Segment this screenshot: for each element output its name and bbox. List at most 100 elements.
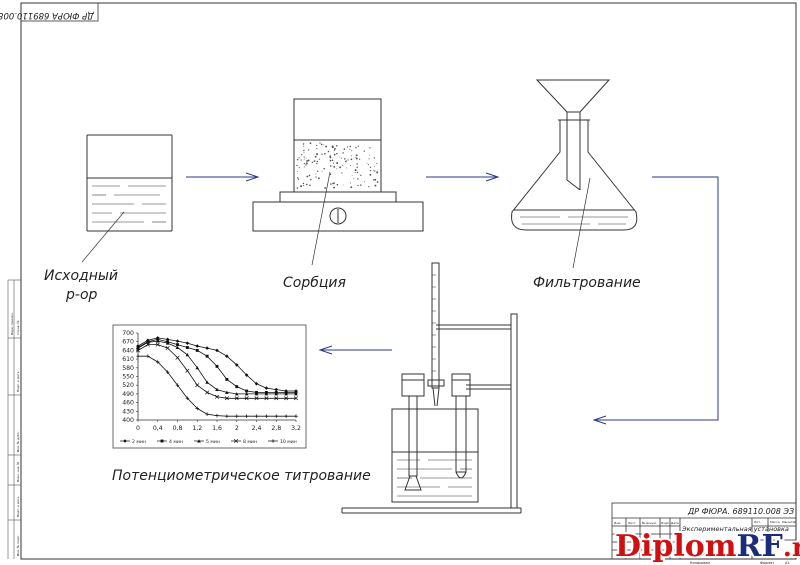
leader-line-sorption xyxy=(311,171,331,266)
legend-label: 4 мин xyxy=(169,439,183,445)
series-5-point xyxy=(215,413,219,418)
series-3-point xyxy=(185,352,190,357)
svg-text:Изм.: Изм. xyxy=(614,521,621,525)
leader-line-source xyxy=(81,211,125,263)
arrow-to-sorption xyxy=(186,172,260,182)
series-1-point xyxy=(274,387,279,392)
series-5-point xyxy=(294,414,298,419)
series-1-point xyxy=(244,373,249,377)
process-arrows xyxy=(186,172,719,425)
series-4-point xyxy=(234,396,239,401)
series-4-point xyxy=(244,396,249,401)
svg-text:DiplomRF.ru: DiplomRF.ru xyxy=(615,529,800,564)
series-3-point xyxy=(205,380,209,384)
series-1-point xyxy=(254,381,259,386)
legend-marker xyxy=(271,439,275,443)
series-3-point xyxy=(215,387,219,391)
series-1-point xyxy=(155,336,160,340)
series-3-point xyxy=(225,390,229,394)
y-tick-label: 700 xyxy=(122,330,134,337)
svg-text:Инв. № подл.: Инв. № подл. xyxy=(16,535,20,556)
series-2-point xyxy=(205,354,209,358)
burette xyxy=(431,262,440,389)
series-4-point xyxy=(205,390,210,395)
series-5-point xyxy=(244,414,249,419)
x-tick-label: 0,8 xyxy=(173,425,183,432)
series-3-point xyxy=(155,339,160,343)
title-block-title: Экспериментальная установка xyxy=(681,525,789,533)
series-5-point xyxy=(205,412,209,416)
svg-text:Формат: Формат xyxy=(760,561,774,565)
series-2-point xyxy=(176,343,179,347)
series-2-point xyxy=(185,346,189,349)
arrow-to-filtration xyxy=(426,172,500,182)
series-5-point xyxy=(165,370,170,374)
x-tick-label: 2,8 xyxy=(271,425,281,432)
series-2-point xyxy=(215,364,219,368)
y-tick-label: 610 xyxy=(122,356,134,363)
series-1-point xyxy=(136,344,140,348)
legend-label: 2 мин xyxy=(132,439,146,445)
svg-text:Лит.: Лит. xyxy=(754,520,761,524)
series-3-point xyxy=(234,392,239,396)
series-3-point xyxy=(195,366,200,370)
series-3-point xyxy=(244,392,249,396)
step1-label-line1: Исходный xyxy=(44,268,118,284)
series-5-point xyxy=(234,414,239,419)
series-3-point xyxy=(264,392,269,396)
step4-label: Потенциометрическое титрование xyxy=(112,468,371,484)
series-5-point xyxy=(254,414,259,419)
series-5-point xyxy=(225,414,229,419)
series-3-point xyxy=(294,392,298,396)
series-5-point xyxy=(195,406,200,411)
leader-line-filtration xyxy=(572,177,591,269)
series-1-point xyxy=(205,346,209,350)
y-tick-label: 520 xyxy=(122,382,134,389)
series-4-point xyxy=(145,342,150,347)
series-5-point xyxy=(274,414,279,419)
watermark-logo: DiplomRF.ru xyxy=(613,527,800,565)
arrow-to-chart xyxy=(318,345,392,355)
series-4-point xyxy=(195,383,200,388)
series-1-point xyxy=(195,344,200,348)
series-1-point xyxy=(264,386,269,390)
series-3-point xyxy=(146,340,150,344)
series-3-point xyxy=(136,346,140,350)
legend-marker xyxy=(160,439,164,443)
sorbent-particles xyxy=(296,142,379,189)
step2-label: Сорбция xyxy=(283,275,346,291)
series-4-point xyxy=(175,355,180,360)
titration-apparatus xyxy=(341,262,522,514)
x-tick-label: 2,4 xyxy=(252,425,262,432)
y-tick-label: 550 xyxy=(122,374,134,381)
series-1-point xyxy=(215,348,219,353)
series-5-point xyxy=(284,414,288,419)
series-4-point xyxy=(135,348,141,353)
svg-text:Перв. примен.: Перв. примен. xyxy=(10,312,14,335)
x-tick-label: 0,4 xyxy=(153,425,163,432)
series-3-point xyxy=(254,392,259,396)
svg-text:Инв. № дубл.: Инв. № дубл. xyxy=(16,431,20,452)
svg-text:№ докум.: № докум. xyxy=(642,521,657,525)
y-tick-label: 580 xyxy=(122,365,134,372)
title-block-small-text: Изм. Лист № докум. Подп. Дата Лит. Масса… xyxy=(614,520,796,565)
left-strip-labels: Перв. примен. Справ. № Подп. и дата Инв.… xyxy=(10,312,20,556)
series-3-point xyxy=(165,341,170,345)
series-2-point xyxy=(225,377,229,381)
y-tick-label: 490 xyxy=(122,391,134,398)
series-5-point xyxy=(175,383,180,387)
x-tick-label: 2 xyxy=(235,425,239,432)
series-1-point xyxy=(175,339,180,343)
series-4-point xyxy=(254,396,259,401)
series-5-point xyxy=(264,414,269,419)
left-binding-strip xyxy=(7,279,21,559)
legend-marker xyxy=(123,439,127,443)
stamp-code: ДР ФЮРА 689110.008 ЭЗ xyxy=(0,10,95,20)
x-tick-label: 1,2 xyxy=(192,425,202,432)
arrow-to-titration xyxy=(592,176,719,425)
step1-label-line2: р-ор xyxy=(65,287,98,303)
